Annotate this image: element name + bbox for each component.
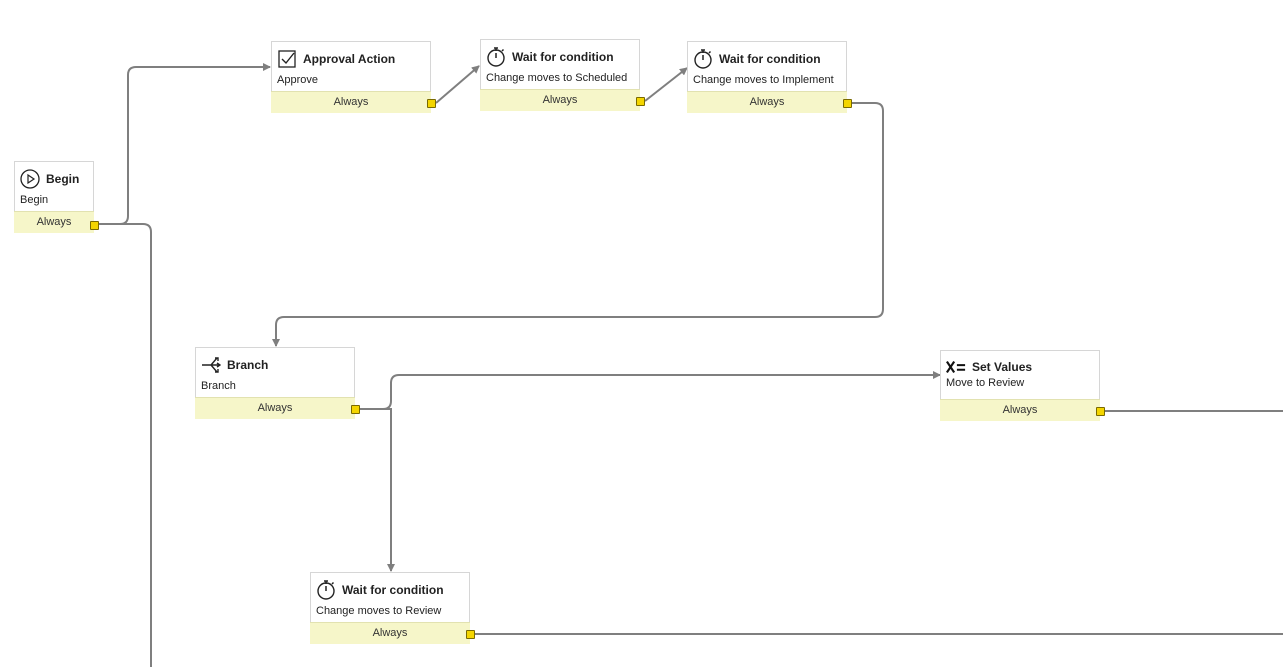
- branch-icon: [201, 355, 221, 375]
- node-subtitle: Change moves to Scheduled: [486, 72, 628, 84]
- stopwatch-icon: [693, 49, 713, 69]
- node-condition: Always: [14, 211, 94, 233]
- node-subtitle: Approve: [277, 74, 318, 86]
- connector-wait1-wait2: [644, 67, 688, 102]
- node-wait-scheduled[interactable]: Wait for condition Change moves to Sched…: [480, 39, 645, 111]
- output-port[interactable]: [1096, 407, 1105, 416]
- node-subtitle: Change moves to Implement: [693, 74, 834, 86]
- connector-branch-waitreview: [360, 408, 395, 572]
- output-port[interactable]: [843, 99, 852, 108]
- node-condition: Always: [195, 397, 355, 419]
- node-condition: Always: [271, 91, 431, 113]
- play-circle-icon: [20, 169, 40, 189]
- node-subtitle: Move to Review: [946, 377, 1025, 389]
- connector-wait2-branch: [272, 102, 884, 347]
- node-begin[interactable]: Begin Begin Always: [14, 161, 99, 233]
- connector-approval-wait1: [435, 65, 480, 104]
- stopwatch-icon: [316, 580, 336, 600]
- stopwatch-icon: [486, 47, 506, 67]
- node-branch[interactable]: Branch Branch Always: [195, 347, 360, 419]
- output-port[interactable]: [427, 99, 436, 108]
- node-subtitle: Branch: [201, 380, 236, 392]
- node-subtitle: Change moves to Review: [316, 605, 442, 617]
- set-values-icon: [946, 357, 966, 377]
- node-wait-review[interactable]: Wait for condition Change moves to Revie…: [310, 572, 475, 644]
- node-title: Approval Action: [303, 52, 396, 66]
- node-condition: Always: [480, 89, 640, 111]
- node-condition: Always: [940, 399, 1100, 421]
- node-condition: Always: [687, 91, 847, 113]
- node-subtitle: Begin: [20, 194, 49, 206]
- node-title: Wait for condition: [342, 583, 444, 597]
- connector-begin-down: [97, 223, 152, 667]
- output-port[interactable]: [351, 405, 360, 414]
- node-wait-implement[interactable]: Wait for condition Change moves to Imple…: [687, 41, 852, 113]
- node-title: Begin: [46, 172, 80, 186]
- output-port[interactable]: [90, 221, 99, 230]
- node-set-values[interactable]: Set Values Move to Review Always: [940, 350, 1105, 421]
- node-title: Wait for condition: [719, 52, 821, 66]
- node-title: Branch: [227, 358, 269, 372]
- node-condition: Always: [310, 622, 470, 644]
- output-port[interactable]: [466, 630, 475, 639]
- output-port[interactable]: [636, 97, 645, 106]
- node-title: Wait for condition: [512, 50, 614, 64]
- checkbox-icon: [277, 49, 297, 69]
- connector-branch-setvalues: [360, 371, 941, 410]
- connector-begin-approval: [97, 63, 271, 225]
- node-title: Set Values: [972, 360, 1033, 374]
- node-approval-action[interactable]: Approval Action Approve Always: [271, 41, 436, 113]
